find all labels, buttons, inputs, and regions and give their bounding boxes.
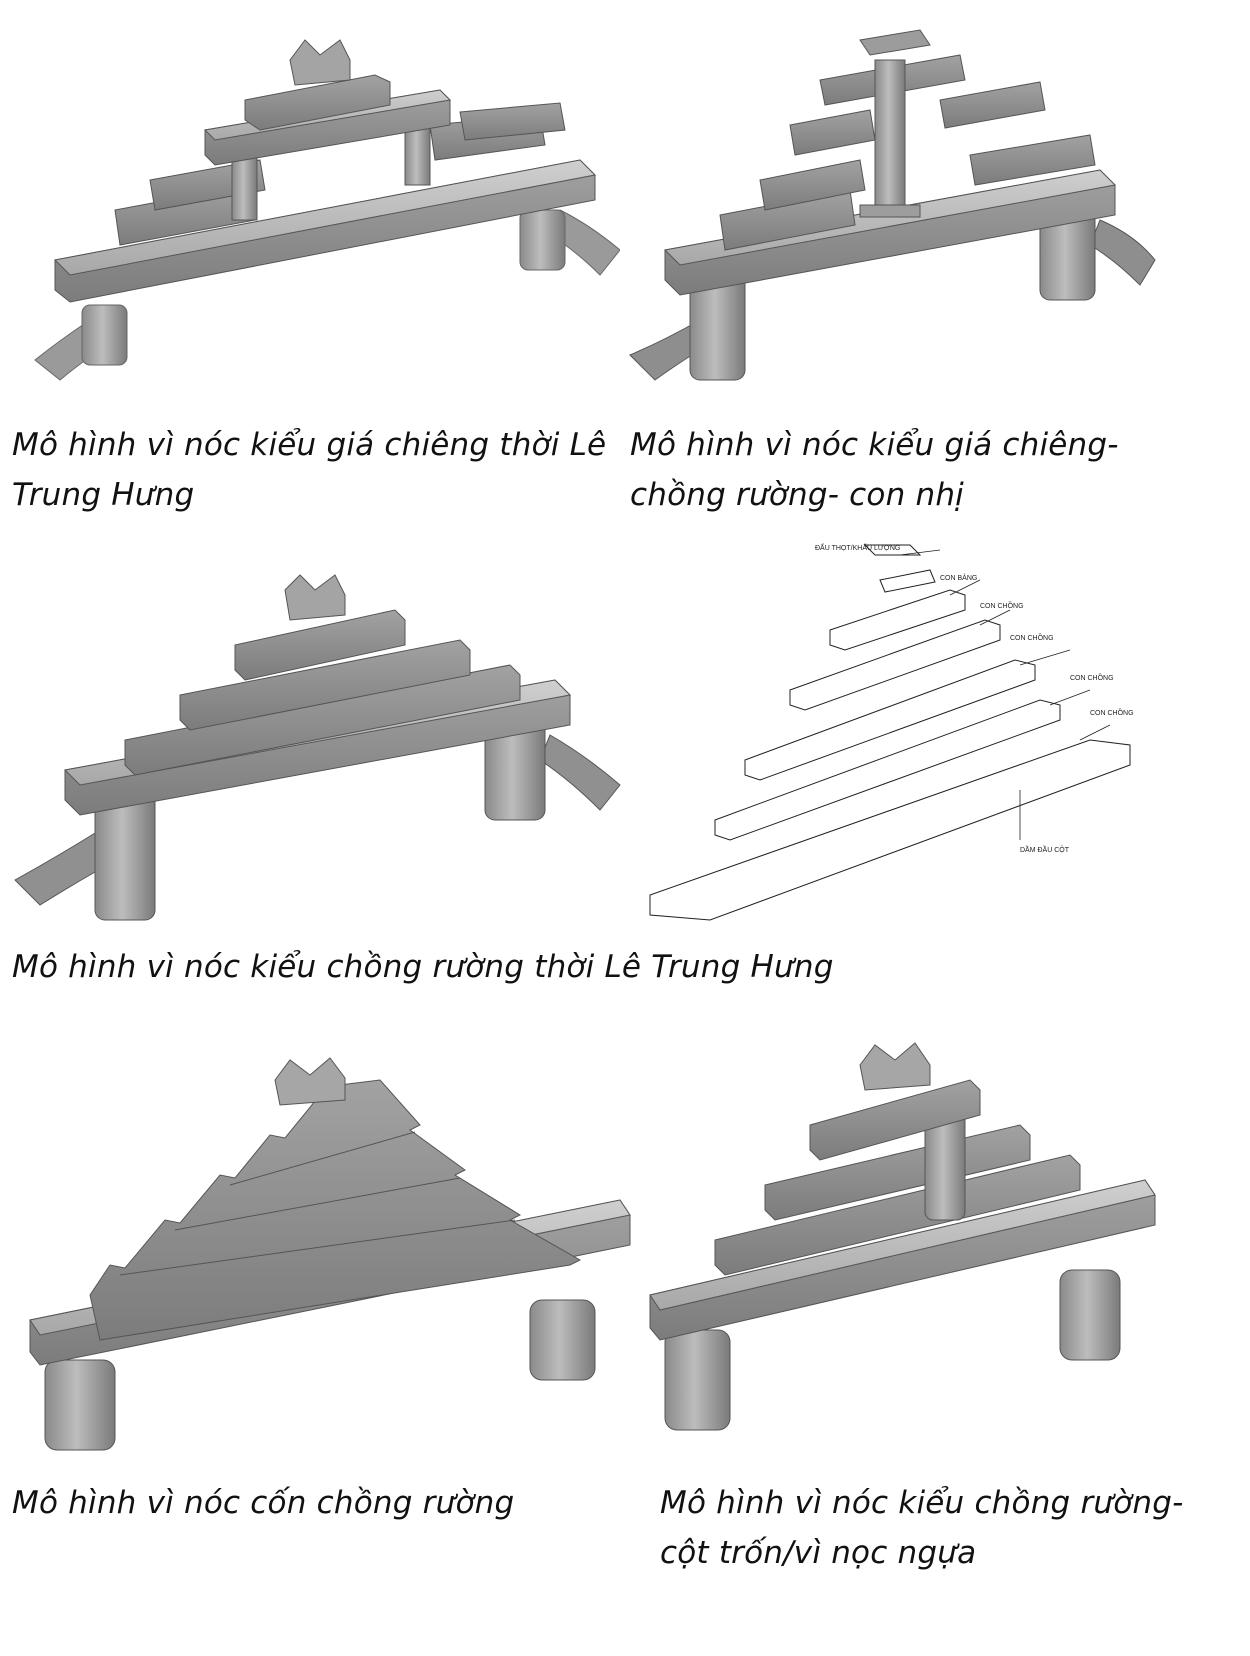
roof-truss-model-6 [649,1042,1156,1431]
caption-3: Mô hình vì nóc kiểu chồng rường thời Lê … [12,949,834,985]
figure-gia-chieng [20,20,620,390]
label-dau-thot: ĐẤU THỌT/KHẤU LƯỢNG [815,542,900,552]
label-dam-dau-cot: DẦM ĐẦU CỘT [1020,844,1070,854]
roof-truss-model-5 [29,1057,631,1451]
figure-gia-chieng-chong-ruong-con-nhi [620,20,1220,390]
roof-truss-model-1 [34,39,620,381]
figure-chong-ruong-le-trung-hung [10,560,640,930]
caption-5: Mô hình vì nóc kiểu chồng rường- cột trố… [660,1485,1184,1571]
label-con-chong-4: CON CHỒNG [1090,707,1134,717]
label-con-chong-1: CON CHỒNG [980,600,1024,610]
figure-chong-ruong-cot-tron [640,1040,1230,1440]
caption-1: Mô hình vì nóc kiểu giá chiêng thời Lê T… [12,427,607,513]
roof-truss-model-2 [629,29,1156,381]
label-con-bang: CON BẢNG [940,573,977,582]
figure-con-chong-ruong [20,1040,640,1460]
caption-4: Mô hình vì nóc cốn chồng rường [12,1485,515,1521]
label-con-chong-3: CON CHỒNG [1070,672,1114,682]
label-con-chong-2: CON CHỒNG [1010,632,1054,642]
caption-2: Mô hình vì nóc kiểu giá chiêng- chồng rư… [630,427,1119,513]
figure-line-drawing: ĐẤU THỌT/KHẤU LƯỢNG CON BẢNG CON CHỒNG C… [640,540,1160,940]
roof-truss-model-3 [14,574,621,921]
roof-truss-line-drawing: ĐẤU THỌT/KHẤU LƯỢNG CON BẢNG CON CHỒNG C… [649,542,1134,921]
